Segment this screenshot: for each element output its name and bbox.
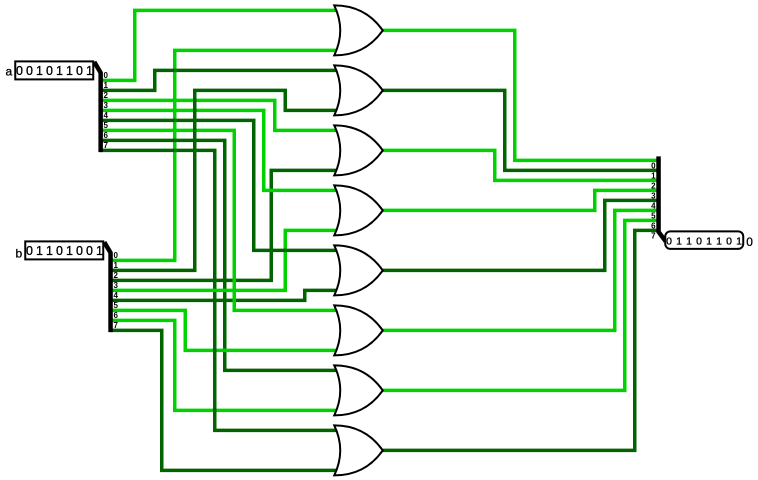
svg-text:1: 1 (66, 244, 73, 258)
svg-text:0: 0 (26, 244, 33, 258)
svg-text:0: 0 (16, 64, 23, 78)
svg-text:1: 1 (651, 172, 656, 181)
svg-text:2: 2 (651, 182, 656, 191)
svg-text:7: 7 (113, 321, 118, 330)
svg-text:0: 0 (666, 235, 672, 247)
svg-text:6: 6 (113, 311, 118, 320)
svg-text:0: 0 (696, 235, 702, 247)
svg-text:3: 3 (113, 281, 118, 290)
svg-text:1: 1 (736, 235, 742, 247)
svg-text:1: 1 (56, 64, 63, 78)
svg-text:1: 1 (113, 261, 118, 270)
svg-text:1: 1 (716, 235, 722, 247)
svg-text:2: 2 (113, 271, 118, 280)
svg-text:1: 1 (36, 64, 43, 78)
svg-text:4: 4 (113, 291, 118, 300)
svg-text:0: 0 (726, 235, 732, 247)
svg-text:0: 0 (26, 64, 33, 78)
svg-text:0: 0 (113, 251, 118, 260)
svg-text:3: 3 (651, 192, 656, 201)
svg-text:4: 4 (103, 111, 108, 120)
svg-text:b: b (16, 247, 23, 261)
svg-text:0: 0 (746, 235, 753, 249)
svg-text:1: 1 (686, 235, 692, 247)
svg-text:5: 5 (113, 301, 118, 310)
svg-text:5: 5 (103, 121, 108, 130)
svg-text:6: 6 (103, 131, 108, 140)
svg-text:0: 0 (56, 244, 63, 258)
svg-text:5: 5 (651, 212, 656, 221)
svg-text:0: 0 (103, 71, 108, 80)
svg-text:4: 4 (651, 202, 656, 211)
svg-text:1: 1 (66, 64, 73, 78)
svg-text:1: 1 (676, 235, 682, 247)
svg-text:0: 0 (86, 244, 93, 258)
svg-text:2: 2 (103, 91, 108, 100)
svg-text:6: 6 (651, 222, 656, 231)
svg-text:0: 0 (651, 162, 656, 171)
svg-text:1: 1 (96, 244, 103, 258)
svg-text:3: 3 (103, 101, 108, 110)
svg-text:1: 1 (46, 244, 53, 258)
svg-text:7: 7 (651, 232, 656, 241)
svg-text:7: 7 (103, 141, 108, 150)
svg-text:1: 1 (36, 244, 43, 258)
svg-text:1: 1 (706, 235, 712, 247)
svg-text:0: 0 (76, 244, 83, 258)
svg-text:a: a (6, 65, 13, 79)
svg-text:1: 1 (103, 81, 108, 90)
svg-text:1: 1 (86, 64, 93, 78)
svg-text:0: 0 (76, 64, 83, 78)
svg-text:0: 0 (46, 64, 53, 78)
